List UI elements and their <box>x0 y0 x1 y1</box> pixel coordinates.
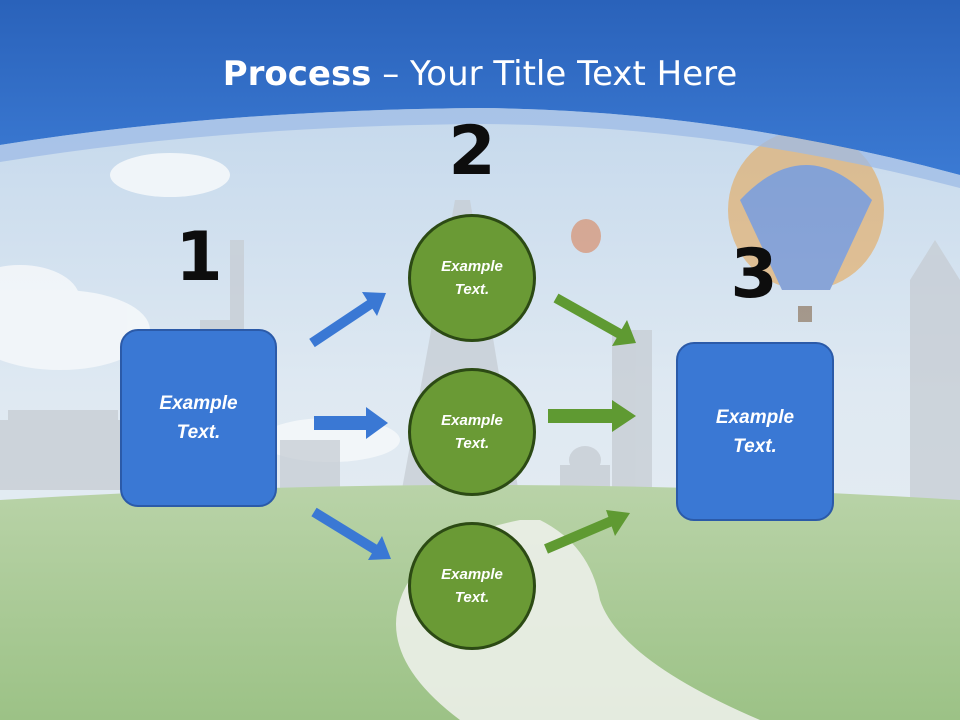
step-1-box: Example Text. <box>120 329 277 507</box>
step-2-circle-middle: Example Text. <box>408 368 536 496</box>
step-2-circle-top: Example Text. <box>408 214 536 342</box>
step-2-middle-text: Example Text. <box>441 412 503 452</box>
step-3-box: Example Text. <box>676 342 834 521</box>
arrow-1-to-bottom <box>311 507 391 560</box>
arrow-bottom-to-3 <box>544 510 630 554</box>
step-1-text: Example Text. <box>159 393 238 443</box>
step-number-1: 1 <box>175 218 223 297</box>
hot-air-balloons <box>571 130 884 322</box>
arrow-1-to-middle <box>314 407 388 439</box>
step-2-bottom-text: Example Text. <box>441 566 503 606</box>
arrow-1-to-top <box>309 292 386 348</box>
arrow-middle-to-3 <box>548 400 636 432</box>
slide-title: Process – Your Title Text Here <box>0 52 960 96</box>
header-band <box>0 0 960 175</box>
header-swoosh <box>0 108 960 188</box>
step-2-circle-bottom: Example Text. <box>408 522 536 650</box>
title-bold: Process <box>222 54 372 94</box>
arrow-top-to-3 <box>553 293 636 346</box>
step-3-text: Example Text. <box>715 406 795 457</box>
title-rest: – Your Title Text Here <box>371 54 738 94</box>
step-number-2: 2 <box>448 112 496 191</box>
step-2-top-text: Example Text. <box>441 258 503 298</box>
step-number-3: 3 <box>730 235 778 314</box>
